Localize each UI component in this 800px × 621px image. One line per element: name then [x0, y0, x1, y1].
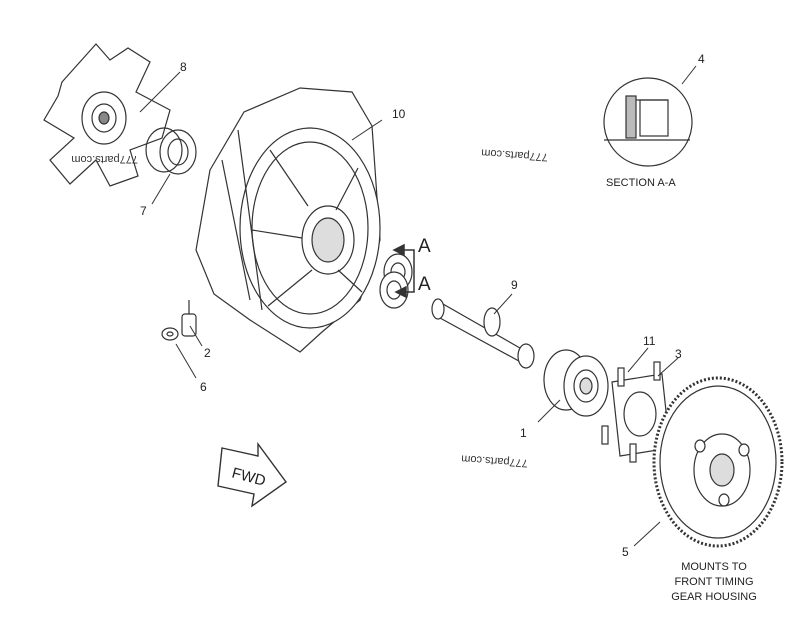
leader-lines — [139, 65, 697, 547]
watermark-1: 777parts.com — [71, 153, 138, 165]
mounts-note-line-1: MOUNTS TO — [681, 561, 747, 573]
section-caption: SECTION A-A — [606, 177, 676, 189]
watermark-3: 777parts.com — [461, 452, 528, 469]
callout-7: 7 — [140, 204, 147, 218]
shaft-part-9 — [431, 298, 535, 369]
callout-4: 4 — [698, 52, 705, 66]
gear-part-5 — [652, 376, 784, 548]
callout-8: 8 — [180, 60, 187, 74]
callout-5: 5 — [622, 545, 629, 559]
seal-section-a — [379, 253, 413, 309]
section-marker-bottom: A — [418, 274, 431, 295]
impeller-part-8 — [43, 43, 171, 187]
callout-6: 6 — [200, 380, 207, 394]
section-marker-top: A — [418, 236, 431, 257]
forward-arrow-icon — [217, 441, 287, 508]
callout-1: 1 — [520, 426, 527, 440]
section-arrow — [392, 243, 415, 299]
callout-3: 3 — [675, 347, 682, 361]
section-detail-part-4 — [603, 77, 693, 167]
mounts-note-line-3: GEAR HOUSING — [671, 591, 757, 603]
callout-2: 2 — [204, 346, 211, 360]
callout-11: 11 — [643, 334, 656, 348]
plate-part-3 — [611, 373, 671, 457]
callout-9: 9 — [511, 278, 518, 292]
studs-part-11 — [601, 361, 661, 463]
bearing-part-1 — [543, 349, 609, 417]
washer-part-6 — [161, 327, 179, 341]
bolt-part-2 — [181, 300, 197, 337]
housing-part-10 — [195, 87, 381, 353]
watermark-2: 777parts.com — [481, 146, 548, 163]
mounts-note-line-2: FRONT TIMING — [674, 576, 753, 588]
seal-part-7 — [145, 127, 197, 175]
callout-10: 10 — [392, 107, 406, 121]
